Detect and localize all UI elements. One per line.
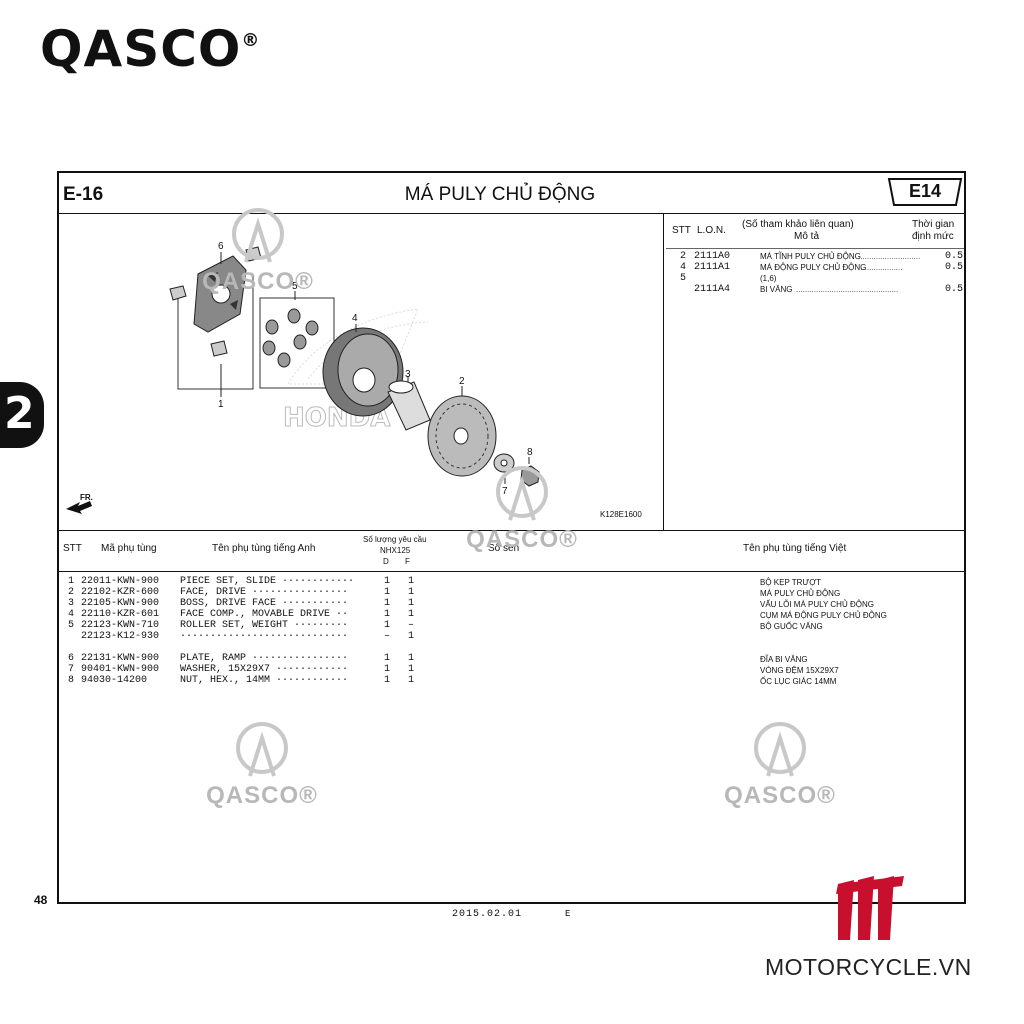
section-code: E-16 xyxy=(63,184,104,205)
callout-4: 4 xyxy=(352,313,358,324)
front-label: FR. xyxy=(80,493,93,502)
diagram-code: K128E1600 xyxy=(600,510,642,519)
header-divider xyxy=(57,213,966,214)
qasco-watermark: QASCO® xyxy=(198,202,338,302)
drive-face-boss-icon xyxy=(387,380,431,431)
col-model: NHX125 xyxy=(380,546,411,555)
callout-3: 3 xyxy=(405,369,411,380)
col-f: F xyxy=(405,557,410,566)
qasco-watermark-icon xyxy=(232,208,284,263)
badge-frame-icon xyxy=(887,178,963,206)
ref-row: 2111A4 BI VĂNG .........................… xyxy=(694,284,964,295)
footer-date: 2015.02.01 xyxy=(452,909,523,920)
ramp-plate-icon xyxy=(193,255,247,333)
ref-row: 5 (1,6) xyxy=(680,273,777,284)
ref-header-time: Thời gian xyxy=(912,219,955,230)
col-name-en: Tên phụ tùng tiếng Anh xyxy=(212,543,316,554)
ref-header-stt: STT xyxy=(672,225,691,236)
callout-6: 6 xyxy=(218,241,224,252)
ref-header-desc: Mô tả xyxy=(794,231,820,242)
drive-face-icon xyxy=(427,395,497,477)
chapter-tab: 2 xyxy=(0,382,44,448)
ref-row: 2 2111A0 MÁ TĨNH PULY CHỦ ĐỘNG .........… xyxy=(680,251,964,262)
qasco-watermark: QASCO® xyxy=(720,716,860,816)
section-title: MÁ PULY CHỦ ĐỘNG xyxy=(404,184,596,205)
catalog-frame xyxy=(57,171,966,904)
motorcycle-vn-brand: MOTORCYCLE.VN xyxy=(765,954,972,980)
footer-edition: E xyxy=(565,909,571,919)
ref-header-lon: L.O.N. xyxy=(697,225,726,236)
motorcycle-m-logo-icon xyxy=(836,876,904,940)
honda-watermark-icon xyxy=(287,308,429,385)
qasco-watermark: QASCO® xyxy=(202,716,342,816)
col-part-no: Mã phụ tùng xyxy=(101,543,157,554)
qasco-watermark-icon xyxy=(236,722,288,777)
col-serial: Số sen xyxy=(488,543,520,554)
col-d: D xyxy=(383,557,389,566)
callout-5: 5 xyxy=(292,281,298,292)
table-top-divider xyxy=(57,530,966,531)
roller-set-icon xyxy=(262,308,319,368)
table-header-divider xyxy=(57,571,966,572)
diagram-divider xyxy=(663,213,664,530)
ref-header-time2: định mức xyxy=(912,231,954,242)
callout-2: 2 xyxy=(459,376,465,387)
col-name-vn: Tên phụ tùng tiếng Việt xyxy=(743,543,847,554)
qasco-watermark: QASCO® xyxy=(462,460,602,560)
section-ref-badge: E14 xyxy=(886,177,964,207)
table-row: 22123-K12-930···························… xyxy=(81,631,415,642)
qasco-watermark-icon xyxy=(496,466,548,521)
ref-row: 4 2111A1 MÁ ĐỘNG PULY CHỦ ĐỘNG .........… xyxy=(680,262,964,273)
callout-1: 1 xyxy=(218,399,224,410)
col-qty: Số lượng yêu cầu xyxy=(363,535,427,544)
ref-header-divider xyxy=(666,248,964,249)
callout-8: 8 xyxy=(527,447,533,458)
front-arrow-icon xyxy=(66,501,92,514)
ref-header-ref: (Số tham khảo liên quan) xyxy=(742,219,854,230)
qasco-watermark-icon xyxy=(754,722,806,777)
movable-drive-face-icon xyxy=(322,327,404,417)
callout-7: 7 xyxy=(502,486,508,497)
page-number: 48 xyxy=(34,893,48,907)
qasco-logo: QASCO® xyxy=(40,20,261,78)
col-stt: STT xyxy=(63,543,82,554)
